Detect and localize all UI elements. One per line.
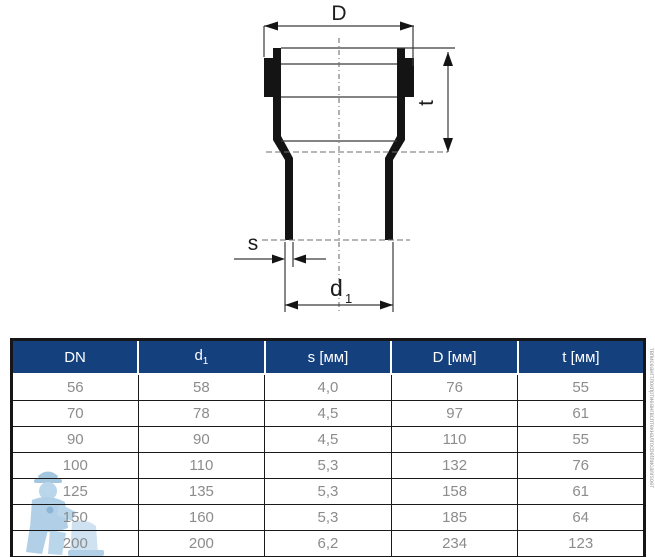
cell-dn: 125	[11, 478, 139, 505]
cell-t: 55	[517, 373, 645, 401]
table-row: 150 160 5,3 185 64	[11, 504, 645, 531]
edge-watermark-text: твпйсеангтлокпртйеангвсптекналгосbetпйca…	[648, 348, 654, 489]
cell-dn: 90	[11, 426, 139, 453]
center-lines	[262, 38, 448, 312]
label-socket-depth: t	[415, 100, 438, 106]
cell-t: 61	[517, 478, 645, 505]
cell-d1: 78	[137, 400, 266, 427]
spec-table: DN d1 s [мм] D [мм] t [мм] 56 58 4,0 76 …	[10, 338, 646, 557]
cell-d1: 58	[137, 373, 266, 401]
cell-s: 5,3	[264, 478, 392, 505]
arrowhead-up-icon	[443, 52, 453, 66]
cell-s: 5,3	[264, 504, 392, 531]
arrowhead-down-icon	[443, 138, 453, 152]
dimension-D: D	[263, 2, 414, 66]
table-row: 90 90 4,5 110 55	[11, 426, 645, 453]
pipe-socket-drawing: D t s	[234, 2, 455, 312]
cell-d1: 90	[137, 426, 266, 453]
table-row: 56 58 4,0 76 55	[11, 373, 645, 401]
left-wall	[264, 48, 293, 240]
col-header-D: D [мм]	[390, 339, 519, 375]
col-header-s: s [мм]	[263, 339, 393, 375]
cell-s: 6,2	[264, 530, 392, 557]
cell-s: 5,3	[264, 452, 392, 479]
cell-s: 4,5	[264, 400, 392, 427]
table-body: 56 58 4,0 76 55 70 78 4,5 97 61 90 90 4,…	[11, 373, 645, 557]
cell-dn: 70	[11, 400, 139, 427]
cell-t: 61	[517, 400, 645, 427]
d1-subscript: 1	[202, 356, 209, 367]
cell-dn: 100	[11, 452, 139, 479]
cell-t: 55	[517, 426, 645, 453]
cell-D: 185	[390, 504, 519, 531]
cell-dn: 150	[11, 504, 139, 531]
col-header-t: t [мм]	[516, 339, 645, 375]
spec-table-container: DN d1 s [мм] D [мм] t [мм] 56 58 4,0 76 …	[10, 338, 646, 557]
cell-D: 97	[390, 400, 519, 427]
arrowhead-right-icon	[400, 21, 414, 31]
arrowhead-left-icon	[293, 254, 306, 264]
cell-s: 4,0	[264, 373, 392, 401]
table-row: 100 110 5,3 132 76	[11, 452, 645, 479]
table-row: 70 78 4,5 97 61	[11, 400, 645, 427]
cell-dn: 56	[11, 373, 139, 401]
cell-dn: 200	[11, 530, 139, 557]
cell-t: 123	[517, 530, 645, 557]
cell-D: 110	[390, 426, 519, 453]
right-wall	[385, 48, 414, 240]
arrowhead-right-icon	[272, 254, 285, 264]
arrowhead-right-icon	[380, 300, 393, 310]
table-row: 125 135 5,3 158 61	[11, 478, 645, 505]
cell-d1: 110	[137, 452, 266, 479]
cell-D: 76	[390, 373, 519, 401]
socket-walls	[264, 48, 414, 240]
label-outer-diameter: D	[331, 2, 346, 25]
cell-D: 158	[390, 478, 519, 505]
dimension-s: s	[234, 232, 326, 267]
cell-t: 64	[517, 504, 645, 531]
table-row: 200 200 6,2 234 123	[11, 530, 645, 557]
cell-s: 4,5	[264, 426, 392, 453]
cell-D: 234	[390, 530, 519, 557]
table-header: DN d1 s [мм] D [мм] t [мм]	[11, 339, 645, 375]
cell-t: 76	[517, 452, 645, 479]
col-header-d1: d1	[137, 339, 266, 375]
header-row: DN d1 s [мм] D [мм] t [мм]	[11, 339, 645, 375]
arrowhead-left-icon	[285, 300, 298, 310]
cell-d1: 160	[137, 504, 266, 531]
arrowhead-left-icon	[264, 21, 278, 31]
dimension-t: t	[415, 52, 453, 152]
cell-d1: 135	[137, 478, 266, 505]
d1-base: d	[194, 347, 203, 364]
label-wall-thickness: s	[248, 232, 259, 255]
cell-d1: 200	[137, 530, 266, 557]
col-header-dn: DN	[11, 339, 140, 375]
edge-lines	[281, 47, 455, 142]
cell-D: 132	[390, 452, 519, 479]
